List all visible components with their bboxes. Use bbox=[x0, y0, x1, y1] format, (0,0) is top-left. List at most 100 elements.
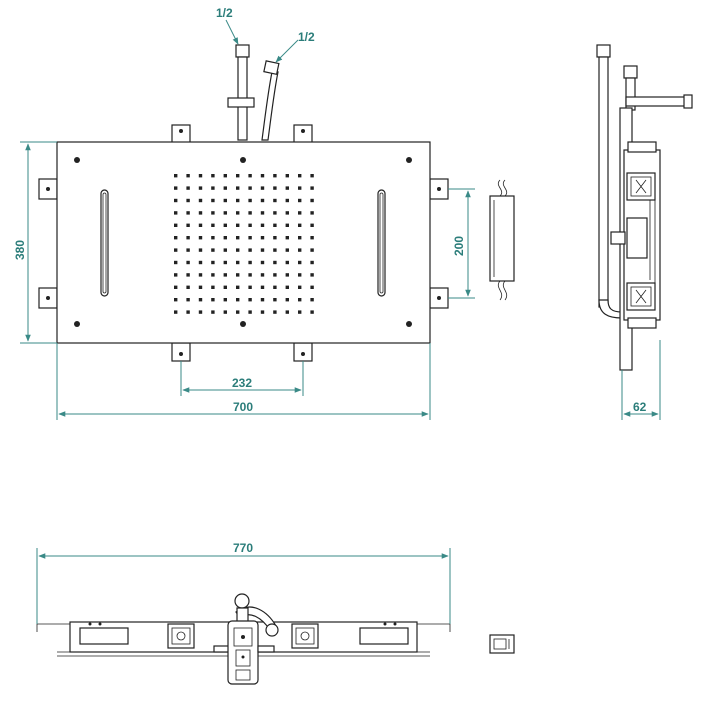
width-label: 700 bbox=[233, 400, 253, 414]
nozzle bbox=[223, 174, 227, 178]
nozzle bbox=[198, 223, 203, 227]
nozzle bbox=[174, 223, 178, 227]
nozzle bbox=[174, 211, 178, 215]
nozzle bbox=[310, 248, 314, 252]
side-brackets bbox=[38, 178, 449, 309]
nozzle bbox=[223, 260, 227, 265]
nozzle bbox=[211, 236, 215, 240]
nozzle bbox=[285, 174, 289, 178]
nozzle bbox=[260, 211, 265, 215]
nozzle bbox=[260, 260, 265, 265]
nozzle bbox=[198, 236, 203, 240]
nozzle bbox=[223, 198, 227, 203]
nozzle bbox=[273, 186, 277, 190]
nozzle bbox=[174, 310, 178, 314]
nozzle bbox=[174, 186, 178, 190]
nozzle bbox=[236, 248, 240, 252]
pipe-a-label: 1/2 bbox=[216, 6, 233, 20]
nozzle bbox=[310, 310, 314, 314]
nozzle bbox=[260, 248, 265, 252]
nozzle bbox=[223, 223, 227, 227]
nozzle bbox=[248, 223, 252, 227]
depth-label: 62 bbox=[633, 400, 647, 414]
nozzle bbox=[285, 236, 289, 240]
nozzle bbox=[186, 223, 190, 227]
nozzle bbox=[310, 174, 314, 178]
nozzle bbox=[260, 236, 265, 240]
nozzle bbox=[310, 260, 314, 265]
nozzle bbox=[211, 285, 215, 289]
nozzle bbox=[310, 223, 314, 227]
nozzle bbox=[273, 298, 277, 302]
nozzle bbox=[298, 260, 302, 265]
nozzle bbox=[260, 223, 265, 227]
nozzle bbox=[236, 174, 240, 178]
nozzle bbox=[186, 211, 190, 215]
nozzle bbox=[223, 248, 227, 252]
nozzle bbox=[211, 298, 215, 302]
overall-dimension: 770 bbox=[36, 541, 451, 624]
nozzle bbox=[223, 211, 227, 215]
nozzle bbox=[273, 236, 277, 240]
nozzle bbox=[174, 198, 178, 203]
nozzle bbox=[273, 211, 277, 215]
nozzle bbox=[298, 174, 302, 178]
driver-box bbox=[489, 634, 515, 654]
nozzle bbox=[273, 285, 277, 289]
nozzle bbox=[186, 236, 190, 240]
nozzle bbox=[174, 248, 178, 252]
nozzle bbox=[198, 273, 203, 277]
nozzle bbox=[174, 260, 178, 265]
nozzle bbox=[186, 310, 190, 314]
nozzle bbox=[211, 310, 215, 314]
nozzle bbox=[260, 198, 265, 203]
nozzle bbox=[260, 310, 265, 314]
depth-dimension: 62 bbox=[621, 340, 661, 420]
nozzle bbox=[211, 198, 215, 203]
nozzle bbox=[260, 273, 265, 277]
nozzle bbox=[298, 198, 302, 203]
nozzle bbox=[186, 174, 190, 178]
nozzle bbox=[198, 248, 203, 252]
nozzle bbox=[260, 186, 265, 190]
nozzle bbox=[248, 260, 252, 265]
nozzle bbox=[236, 236, 240, 240]
nozzle bbox=[211, 186, 215, 190]
nozzle bbox=[273, 273, 277, 277]
nozzle bbox=[186, 186, 190, 190]
nozzle bbox=[248, 198, 252, 203]
nozzle bbox=[285, 198, 289, 203]
nozzle bbox=[285, 298, 289, 302]
led-spacing-dimension: 200 bbox=[448, 188, 475, 299]
nozzle bbox=[236, 223, 240, 227]
inlet-pipes bbox=[227, 44, 280, 141]
nozzle bbox=[248, 310, 252, 314]
nozzle bbox=[198, 298, 203, 302]
side-view bbox=[596, 44, 693, 371]
nozzle bbox=[198, 186, 203, 190]
nozzle bbox=[186, 285, 190, 289]
nozzle bbox=[298, 273, 302, 277]
nozzle bbox=[198, 198, 203, 203]
nozzle bbox=[260, 285, 265, 289]
nozzle bbox=[236, 298, 240, 302]
nozzle bbox=[186, 260, 190, 265]
nozzle bbox=[211, 273, 215, 277]
nozzle bbox=[236, 273, 240, 277]
nozzle bbox=[198, 211, 203, 215]
nozzle bbox=[223, 273, 227, 277]
nozzle bbox=[285, 273, 289, 277]
nozzle bbox=[223, 285, 227, 289]
nozzle bbox=[310, 186, 314, 190]
nozzle bbox=[298, 298, 302, 302]
nozzle bbox=[260, 174, 265, 178]
nozzle bbox=[298, 310, 302, 314]
bottom-view bbox=[36, 593, 451, 685]
nozzle bbox=[285, 285, 289, 289]
nozzle bbox=[223, 186, 227, 190]
nozzle bbox=[174, 236, 178, 240]
nozzle bbox=[310, 285, 314, 289]
nozzle bbox=[211, 248, 215, 252]
nozzle bbox=[174, 174, 178, 178]
led-driver bbox=[489, 179, 515, 301]
